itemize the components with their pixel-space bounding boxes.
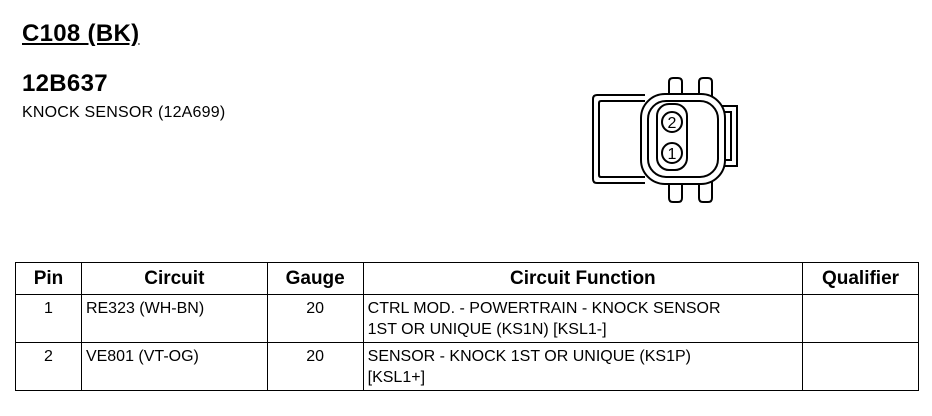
function-line: 1ST OR UNIQUE (KS1N) [KSL1-] bbox=[367, 321, 607, 338]
column-header-function: Circuit Function bbox=[362, 262, 804, 295]
latch-tab-top bbox=[698, 77, 713, 96]
connector-housing-inner bbox=[598, 100, 645, 178]
pinout-table: Pin Circuit Gauge Circuit Function Quali… bbox=[15, 262, 919, 391]
cell-circuit: VE801 (VT-OG) bbox=[80, 342, 268, 391]
table-row: 1 RE323 (WH-BN) 20 CTRL MOD. - POWERTRAI… bbox=[15, 294, 919, 343]
function-line: CTRL MOD. - POWERTRAIN - KNOCK SENSOR bbox=[367, 300, 721, 317]
column-header-pin: Pin bbox=[15, 262, 82, 295]
column-header-qualifier: Qualifier bbox=[802, 262, 919, 295]
latch-tab-bottom bbox=[698, 182, 713, 203]
connector-rib bbox=[722, 105, 738, 167]
cavity-label: 1 bbox=[668, 146, 677, 163]
cavity-label: 2 bbox=[668, 115, 677, 132]
connector-body-inner bbox=[647, 100, 719, 178]
table-row: 2 VE801 (VT-OG) 20 SENSOR - KNOCK 1ST OR… bbox=[15, 342, 919, 391]
cell-function: SENSOR - KNOCK 1ST OR UNIQUE (KS1P) [KSL… bbox=[362, 342, 804, 391]
cell-pin: 2 bbox=[15, 342, 82, 391]
cell-qualifier bbox=[802, 342, 919, 391]
function-line: SENSOR - KNOCK 1ST OR UNIQUE (KS1P) bbox=[367, 348, 691, 365]
component-description: KNOCK SENSOR (12A699) bbox=[22, 104, 226, 121]
function-line: [KSL1+] bbox=[367, 369, 426, 386]
connector-id: C108 (BK) bbox=[22, 20, 140, 47]
connector-face-diagram: 2 1 bbox=[592, 77, 738, 203]
column-header-gauge: Gauge bbox=[266, 262, 364, 295]
latch-tab-top bbox=[668, 77, 683, 96]
cell-circuit: RE323 (WH-BN) bbox=[80, 294, 268, 343]
cell-gauge: 20 bbox=[266, 342, 364, 391]
part-number: 12B637 bbox=[22, 70, 108, 97]
cavity-block bbox=[656, 103, 688, 171]
cell-gauge: 20 bbox=[266, 294, 364, 343]
cavity-pin-1 bbox=[661, 142, 683, 164]
connector-housing bbox=[592, 94, 645, 184]
table-header-row: Pin Circuit Gauge Circuit Function Quali… bbox=[15, 262, 919, 295]
latch-tab-bottom bbox=[668, 182, 683, 203]
column-header-circuit: Circuit bbox=[80, 262, 268, 295]
connector-rib-inner bbox=[722, 111, 732, 161]
cell-function: CTRL MOD. - POWERTRAIN - KNOCK SENSOR 1S… bbox=[362, 294, 804, 343]
cavity-pin-2 bbox=[661, 111, 683, 133]
cell-qualifier bbox=[802, 294, 919, 343]
connector-body bbox=[640, 93, 726, 185]
cell-pin: 1 bbox=[15, 294, 82, 343]
